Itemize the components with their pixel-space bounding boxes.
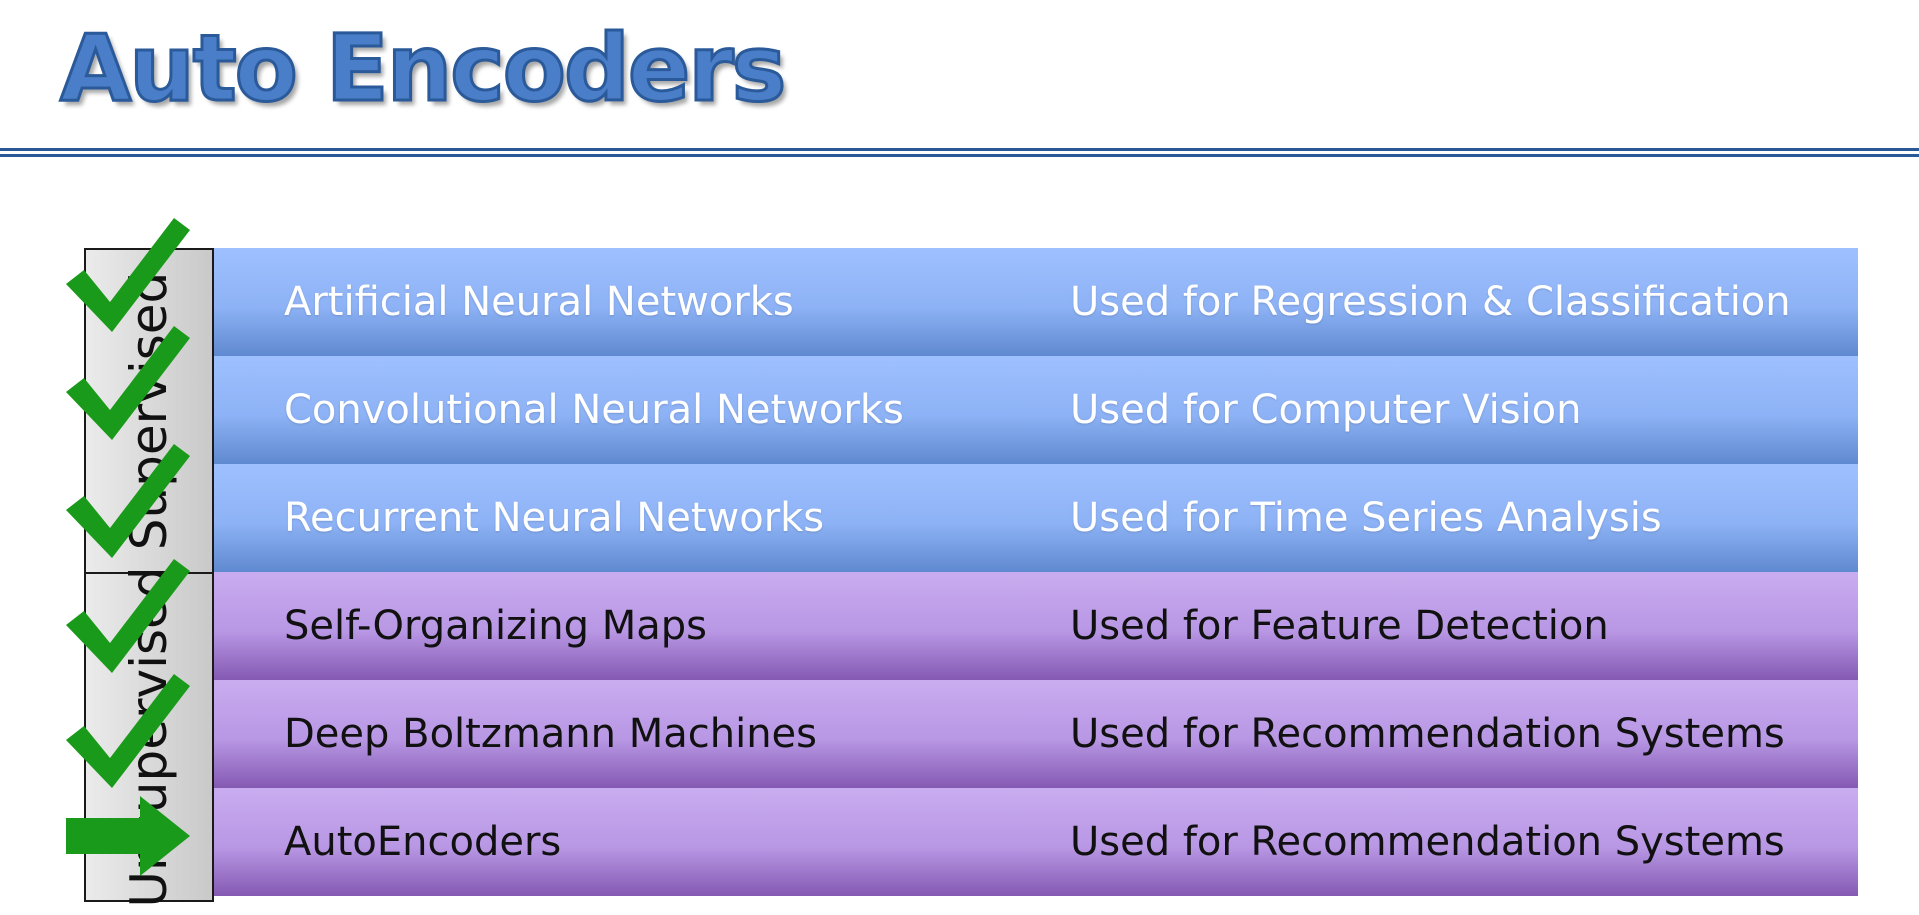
title-divider: [0, 148, 1919, 157]
check-icon: [66, 326, 190, 440]
algorithm-use: Used for Feature Detection: [1070, 603, 1609, 649]
algorithm-use: Used for Recommendation Systems: [1070, 819, 1785, 865]
table-row: Recurrent Neural Networks Used for Time …: [214, 464, 1858, 572]
algorithm-name: Convolutional Neural Networks: [284, 387, 904, 433]
check-icon: [66, 559, 190, 673]
page-title: Auto Encoders: [58, 13, 787, 123]
table-row: AutoEncoders Used for Recommendation Sys…: [214, 788, 1858, 896]
table-row: Self-Organizing Maps Used for Feature De…: [214, 572, 1858, 680]
algorithm-table: Artificial Neural Networks Used for Regr…: [214, 248, 1858, 896]
algorithm-name: Deep Boltzmann Machines: [284, 711, 818, 757]
table-row: Artificial Neural Networks Used for Regr…: [214, 248, 1858, 356]
check-icon: [66, 218, 190, 332]
algorithm-name: Artificial Neural Networks: [284, 279, 794, 325]
algorithm-use: Used for Computer Vision: [1070, 387, 1582, 433]
algorithm-name: Recurrent Neural Networks: [284, 495, 825, 541]
check-icon: [66, 674, 190, 788]
arrow-right-icon: [66, 796, 190, 876]
check-icon: [66, 444, 190, 558]
algorithm-name: Self-Organizing Maps: [284, 603, 707, 649]
algorithm-use: Used for Recommendation Systems: [1070, 711, 1785, 757]
table-row: Convolutional Neural Networks Used for C…: [214, 356, 1858, 464]
algorithm-name: AutoEncoders: [284, 819, 562, 865]
algorithm-use: Used for Regression & Classification: [1070, 279, 1791, 325]
algorithm-use: Used for Time Series Analysis: [1070, 495, 1662, 541]
table-row: Deep Boltzmann Machines Used for Recomme…: [214, 680, 1858, 788]
